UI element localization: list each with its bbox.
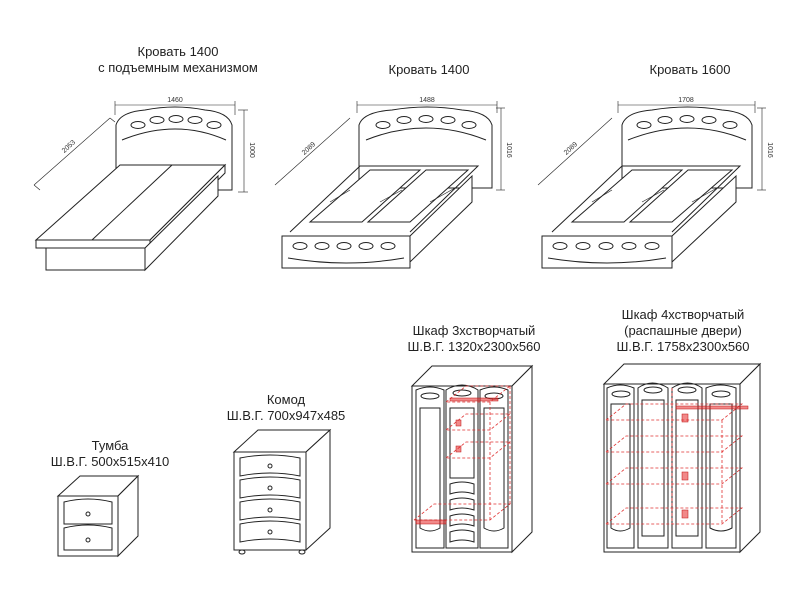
shkaf3-caption: Шкаф 3хстворчатый Ш.В.Г. 1320х2300х560	[407, 323, 540, 355]
bed2-frame	[289, 165, 480, 233]
shkaf3-interior-highlight	[412, 385, 512, 525]
knob-icon	[85, 537, 91, 543]
tumba-dimensions: Ш.В.Г. 500х515х410	[50, 454, 170, 469]
bed2-footboard	[281, 174, 473, 269]
bed3-width-dimension: 1708	[617, 97, 756, 113]
bed2-height-label: 1016	[505, 142, 512, 158]
shkaf4-doors	[606, 382, 737, 549]
bed3-height-dimension: 1016	[757, 107, 773, 191]
bed3-width-label: 1708	[678, 97, 694, 104]
bed3-headboard	[621, 106, 753, 189]
bed3-footboard	[541, 174, 737, 269]
tumba-caption: Тумба Ш.В.Г. 500х515х410	[51, 438, 170, 470]
komod-title: Комод	[266, 392, 306, 407]
bed2-height-dimension: 1016	[496, 107, 512, 191]
bed1-platform	[34, 163, 227, 272]
bed2-headboard	[358, 106, 493, 189]
bed1-height-label: 1000	[248, 142, 255, 158]
shkaf4-subtitle: (распашные двери)	[624, 323, 742, 338]
bed2-caption: Кровать 1400	[389, 62, 470, 78]
knob-icon	[85, 511, 91, 517]
bed1-width-dimension: 1460	[114, 97, 236, 115]
bed1-caption: Кровать 1400 с подъемным механизмом	[98, 44, 258, 76]
shkaf3-dimensions: Ш.В.Г. 1320х2300х560	[407, 339, 541, 354]
komod-caption: Комод Ш.В.Г. 700х947х485	[227, 392, 346, 424]
bed1-height-dimension: 1000	[238, 109, 255, 193]
komod-dimensions: Ш.В.Г. 700х947х485	[226, 408, 346, 423]
shkaf4-caption: Шкаф 4хстворчатый (распашные двери) Ш.В.…	[616, 307, 749, 355]
bed2-title: Кровать 1400	[388, 62, 470, 77]
tumba-title: Тумба	[91, 438, 129, 453]
bed1-title: Кровать 1400	[137, 44, 219, 59]
bed3-title: Кровать 1600	[649, 62, 731, 77]
tumba-top-drawer	[63, 498, 113, 525]
tumba-bottom-drawer	[63, 524, 113, 551]
bed3-frame	[551, 165, 742, 233]
komod-drawers	[239, 454, 301, 543]
bed2-width-label: 1488	[419, 97, 435, 104]
bed3-height-label: 1016	[766, 142, 773, 158]
bed2-width-dimension: 1488	[356, 97, 498, 113]
bed1-subtitle: с подъемным механизмом	[98, 60, 258, 75]
shkaf4-dimensions: Ш.В.Г. 1758х2300х560	[616, 339, 750, 354]
bed1-width-label: 1460	[167, 97, 183, 104]
shkaf3-title: Шкаф 3хстворчатый	[412, 323, 536, 338]
shkaf4-interior-highlight	[604, 388, 749, 525]
bed3-caption: Кровать 1600	[650, 62, 731, 78]
shkaf4-title: Шкаф 4хстворчатый	[621, 307, 745, 322]
